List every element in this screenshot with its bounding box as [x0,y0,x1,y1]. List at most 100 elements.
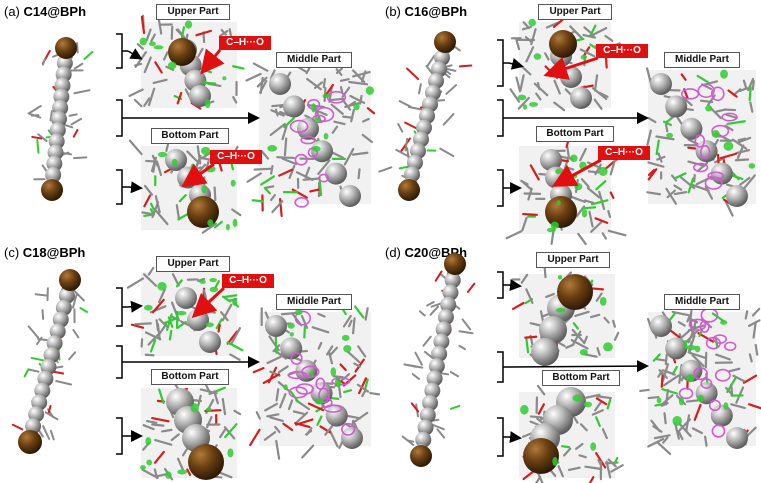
panel-b-middle-stick [725,113,738,119]
panel-a-upper-bracket [116,33,128,69]
panel-d-bottom-stick [557,465,564,478]
panel-a-bottom-stick [231,208,242,217]
panel-b-overview-host-stick [442,112,455,126]
panel-c-middle-stick [269,416,284,423]
panel-c-upper-green-surface [205,322,214,328]
panel-b-middle-stick [748,86,752,102]
panel-a-bottom-stick [141,211,156,216]
panel-c-overview-host-stick [30,356,46,362]
panel-d-overview-chain-atom [435,321,452,338]
panel-c-upper-chain-atom [199,331,221,353]
panel-c-overview-host-stick [68,351,77,361]
panel-b-overview-host-stick [398,100,412,108]
panel-a-middle-stick [330,97,345,102]
panel-a-bottom-bracket [116,169,128,205]
panel-b-middle-stick [664,123,669,133]
panel-d-bottom-methyl-0 [523,438,559,474]
panel-b-middle-stick [655,135,675,141]
panel-d-middle-part-label: Middle Part [664,294,740,310]
panel-c-middle-magenta-surface [295,383,314,395]
panel-b-middle-magenta-surface [704,176,723,190]
panel-a-overview-host-stick [76,42,79,54]
panel-b-middle-stick [657,152,663,163]
panel-d-overview-chain-atom [431,345,448,362]
panel-b-middle-magenta-surface [693,162,709,173]
panel-a-bottom-stick [213,220,223,229]
panel-c-upper-green-surface [176,311,187,316]
panel-a-overview-host-stick [72,128,79,138]
panel-b: (b) C16@BPh Upper Part Middle Part Botto… [378,0,761,246]
panel-d-middle-stick [711,312,725,323]
panel-a-upper-stick [176,91,183,105]
panel-b-bottom-stick [595,180,607,191]
panel-c-upper-stick [130,323,145,329]
panel-b-middle-stick [699,99,714,104]
panel-d-upper-arrow [508,279,522,292]
panel-c-bottom-stick [186,468,192,476]
panel-a-middle-stick [342,115,354,119]
panel-c-bottom-stick [151,417,170,423]
panel-d-middle-stick [732,374,746,383]
panel-b-upper-green-surface [580,54,587,60]
panel-c-middle-stick [357,345,367,358]
panel-a-upper-green-surface [184,20,193,29]
panel-c-middle-stick [266,356,281,365]
panel-d-bottom-stick [534,476,542,483]
panel-b-upper-stick [535,92,542,101]
panel-a-middle-stick [309,188,322,193]
panel-c-bottom-green-surface [177,469,187,475]
panel-c-middle-stick [326,345,334,356]
panel-b-middle-stick [679,176,696,190]
panel-a-bottom-stick [199,156,211,161]
panel-a-overview-host-stick [68,113,78,117]
panel-c-middle-green-surface [289,332,294,337]
panel-d-upper-stick [525,337,530,354]
panel-a-upper-stick [157,19,163,35]
panel-c-middle-stick [264,311,270,321]
panel-c-middle-green-surface [283,384,288,391]
panel-c-middle-stick [255,411,261,420]
panel-a-middle-stick [281,157,298,166]
panel-d-overview-host-stick [426,300,435,307]
panel-c-upper-green-surface [144,304,153,311]
panel-a-middle-stick [278,168,294,177]
panel-a-upper-stick [143,56,152,74]
panel-a-middle-stick [251,199,265,203]
panel-a-upper-stick [152,78,168,85]
panel-d-middle-stick [664,353,668,366]
panel-d-overview-chain-atom [433,333,450,350]
panel-a-middle-stick [304,166,311,179]
panel-a-middle-stick [246,172,262,183]
panel-d-overview-host-stick [422,335,432,347]
panel-b-upper-green-surface [533,53,542,60]
panel-b-red-arrow-bottom [551,158,602,187]
panel-d-bottom-stick [591,409,604,416]
panel-a-bottom-stick [128,139,143,156]
panel-b-bottom-green-surface [570,154,578,163]
panel-a-middle-stick [253,167,274,171]
panel-b-middle-stick [666,189,676,199]
panel-b-upper-stick [593,98,603,110]
panel-b-middle-stick [647,161,665,168]
panel-d-overview-host-stick [411,373,420,380]
panel-b-bottom-methyl-0 [545,196,577,228]
panel-b-middle-chain-atom [680,117,703,140]
panel-d-middle-stick [658,369,668,379]
panel-a-middle-green-surface [323,132,329,140]
panel-c-middle-magenta-surface [323,404,343,413]
panel-c-label: (c) C18@BPh [4,245,86,260]
panel-d-middle-stick [661,388,679,395]
panel-d-middle-stick [664,388,670,406]
panel-d-middle-stick [687,324,705,332]
panel-d-middle-stick [688,351,706,359]
panel-d-middle-magenta-surface [705,336,721,350]
panel-b-middle-chain-atom [650,73,672,95]
panel-d-overview-chain-atom [426,370,443,387]
panel-b-middle-stick [731,138,748,150]
panel-b-upper-methyl-0 [549,30,577,58]
panel-d-bottom-stick [595,397,608,406]
panel-b-overview-host-stick [418,83,422,95]
panel-a-bottom-green-surface [201,185,207,194]
panel-b-middle-stick [737,137,747,142]
panel-a-upper-stick [136,43,144,50]
